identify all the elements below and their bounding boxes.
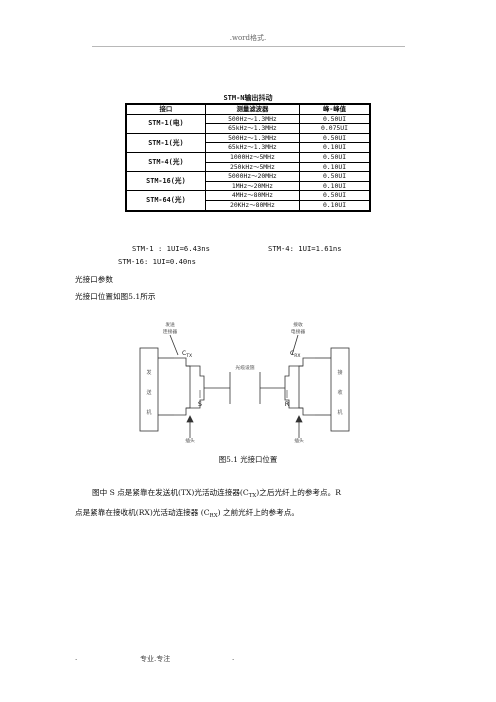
table-row: STM-4(光) 1000Hz～5MHz 0.50UI <box>125 151 371 173</box>
plug-right-label: 插头 <box>294 437 304 443</box>
note-stm4: STM-4: 1UI=1.61ns <box>268 244 342 253</box>
interface-cell: STM-4(光) <box>125 151 206 173</box>
value-cell: 0.10UI <box>299 180 371 192</box>
rx-connector-body <box>298 357 315 416</box>
paragraph-line-2: 点是紧靠在接收机(RX)光活动连接器 (CRX) 之前光纤上的参考点。 <box>75 508 299 519</box>
footer-right: . <box>232 654 235 662</box>
interface-cell: STM-1(光) <box>125 132 206 153</box>
interface-cell: STM-16(光) <box>125 171 206 192</box>
section-heading: 光接口参数 <box>75 275 113 284</box>
rx-connector-label-1: 接收 <box>293 321 303 328</box>
column-header: 接口 <box>125 103 206 115</box>
interface-cell: STM-1(电) <box>125 113 206 134</box>
paragraph-line-1: 图中 S 点是紧靠在发送机(TX)光活动连接器(CTX)之后光纤上的参考点。R <box>92 488 341 499</box>
table-title: STM-N输出抖动 <box>223 94 273 102</box>
filter-cell: 1MHz～20MHz <box>204 180 301 192</box>
interface-cell: STM-64(光) <box>125 190 206 212</box>
filter-cell: 20KHz～80MHz <box>204 199 301 212</box>
table-row: STM-1(光) 500Hz～1.3MHz 0.50UI <box>125 132 371 153</box>
plug-left-arrowhead <box>186 415 194 423</box>
value-cell: 0.50UI <box>299 132 371 144</box>
value-cell: 0.50UI <box>299 190 371 201</box>
note-stm16: STM-16: 1UI=0.40ns <box>118 257 196 266</box>
filter-cell: 65kHz～1.3MHz <box>204 123 301 134</box>
section-subheading: 光接口位置如图5.1所示 <box>75 292 156 301</box>
rx-label-2: 收 <box>337 389 342 396</box>
tx-connector-label-2: 连接器 <box>163 328 178 335</box>
tx-label-2: 送 <box>146 389 151 396</box>
value-cell: 0.50UI <box>299 151 371 163</box>
value-cell: 0.10UI <box>299 142 371 153</box>
transmitter-box <box>139 347 159 432</box>
table-row: 20KHz～80MHz 0.10UI <box>126 199 371 212</box>
crx-label: CRX <box>290 350 300 359</box>
table-row: STM-1(电) 500Hz～1.3MHz 0.50UI <box>125 113 371 134</box>
filter-cell: 4MHz～80MHz <box>204 190 301 201</box>
plug-right-arrowhead <box>295 415 303 423</box>
filter-cell: 1000Hz～5MHz <box>204 151 301 163</box>
receiver-box <box>330 347 350 432</box>
value-cell: 0.50UI <box>299 113 371 125</box>
tx-connector-label-1: 发送 <box>165 321 175 328</box>
filter-cell: 500Hz～1.3MHz <box>204 113 301 125</box>
filter-cell: 250kHz～5MHz <box>204 161 301 173</box>
column-header: 峰-峰值 <box>299 103 371 115</box>
filter-cell: 500Hz～1.3MHz <box>204 132 301 144</box>
jitter-table: 接口 测量滤波器 峰-峰值 STM-1(电) 500Hz～1.3MHz 0.50… <box>125 103 371 212</box>
note-stm1: STM-1 : 1UI=6.43ns <box>132 244 210 253</box>
rx-label-3: 机 <box>337 409 342 416</box>
table-header-row: 接口 测量滤波器 峰-峰值 <box>125 103 371 115</box>
table-row: STM-16(光) 5000Hz～20MHz 0.50UI <box>125 171 371 192</box>
figure-caption: 图5.1 光接口位置 <box>218 455 278 464</box>
optical-interface-diagram: 发 送 机 接 收 机 发送 连接器 接收 电接器 CTX CRX S R 光缆… <box>139 321 350 443</box>
value-cell: 0.10UI <box>299 199 371 212</box>
table-row: STM-64(光) 4MHz～80MHz 0.50UI <box>125 190 371 212</box>
header-rule <box>92 46 405 47</box>
link-label: 光缆设施 <box>235 364 254 371</box>
rx-label-1: 接 <box>337 369 342 376</box>
column-header: 测量滤波器 <box>204 103 301 115</box>
value-cell: 0.50UI <box>299 171 371 182</box>
tx-label-3: 机 <box>146 409 151 416</box>
tx-label-1: 发 <box>146 369 151 376</box>
value-cell: 0.10UI <box>299 161 371 173</box>
filter-cell: 65kHz～1.3MHz <box>204 142 301 153</box>
tx-connector-body <box>174 357 191 416</box>
page-header: .word格式. <box>229 34 267 42</box>
point-r: R <box>285 400 290 408</box>
footer-center: 专业.专注 <box>140 655 171 663</box>
footer-left: . <box>75 654 78 662</box>
plug-left-label: 插头 <box>185 437 195 443</box>
ctx-label: CTX <box>182 350 192 359</box>
filter-cell: 5000Hz～20MHz <box>204 171 301 182</box>
rx-connector-label-2: 电接器 <box>291 328 306 335</box>
rx-connector-leader <box>291 334 299 356</box>
value-cell: 0.075UI <box>299 123 371 134</box>
point-s: S <box>198 400 202 408</box>
tx-connector-leader <box>169 334 179 356</box>
